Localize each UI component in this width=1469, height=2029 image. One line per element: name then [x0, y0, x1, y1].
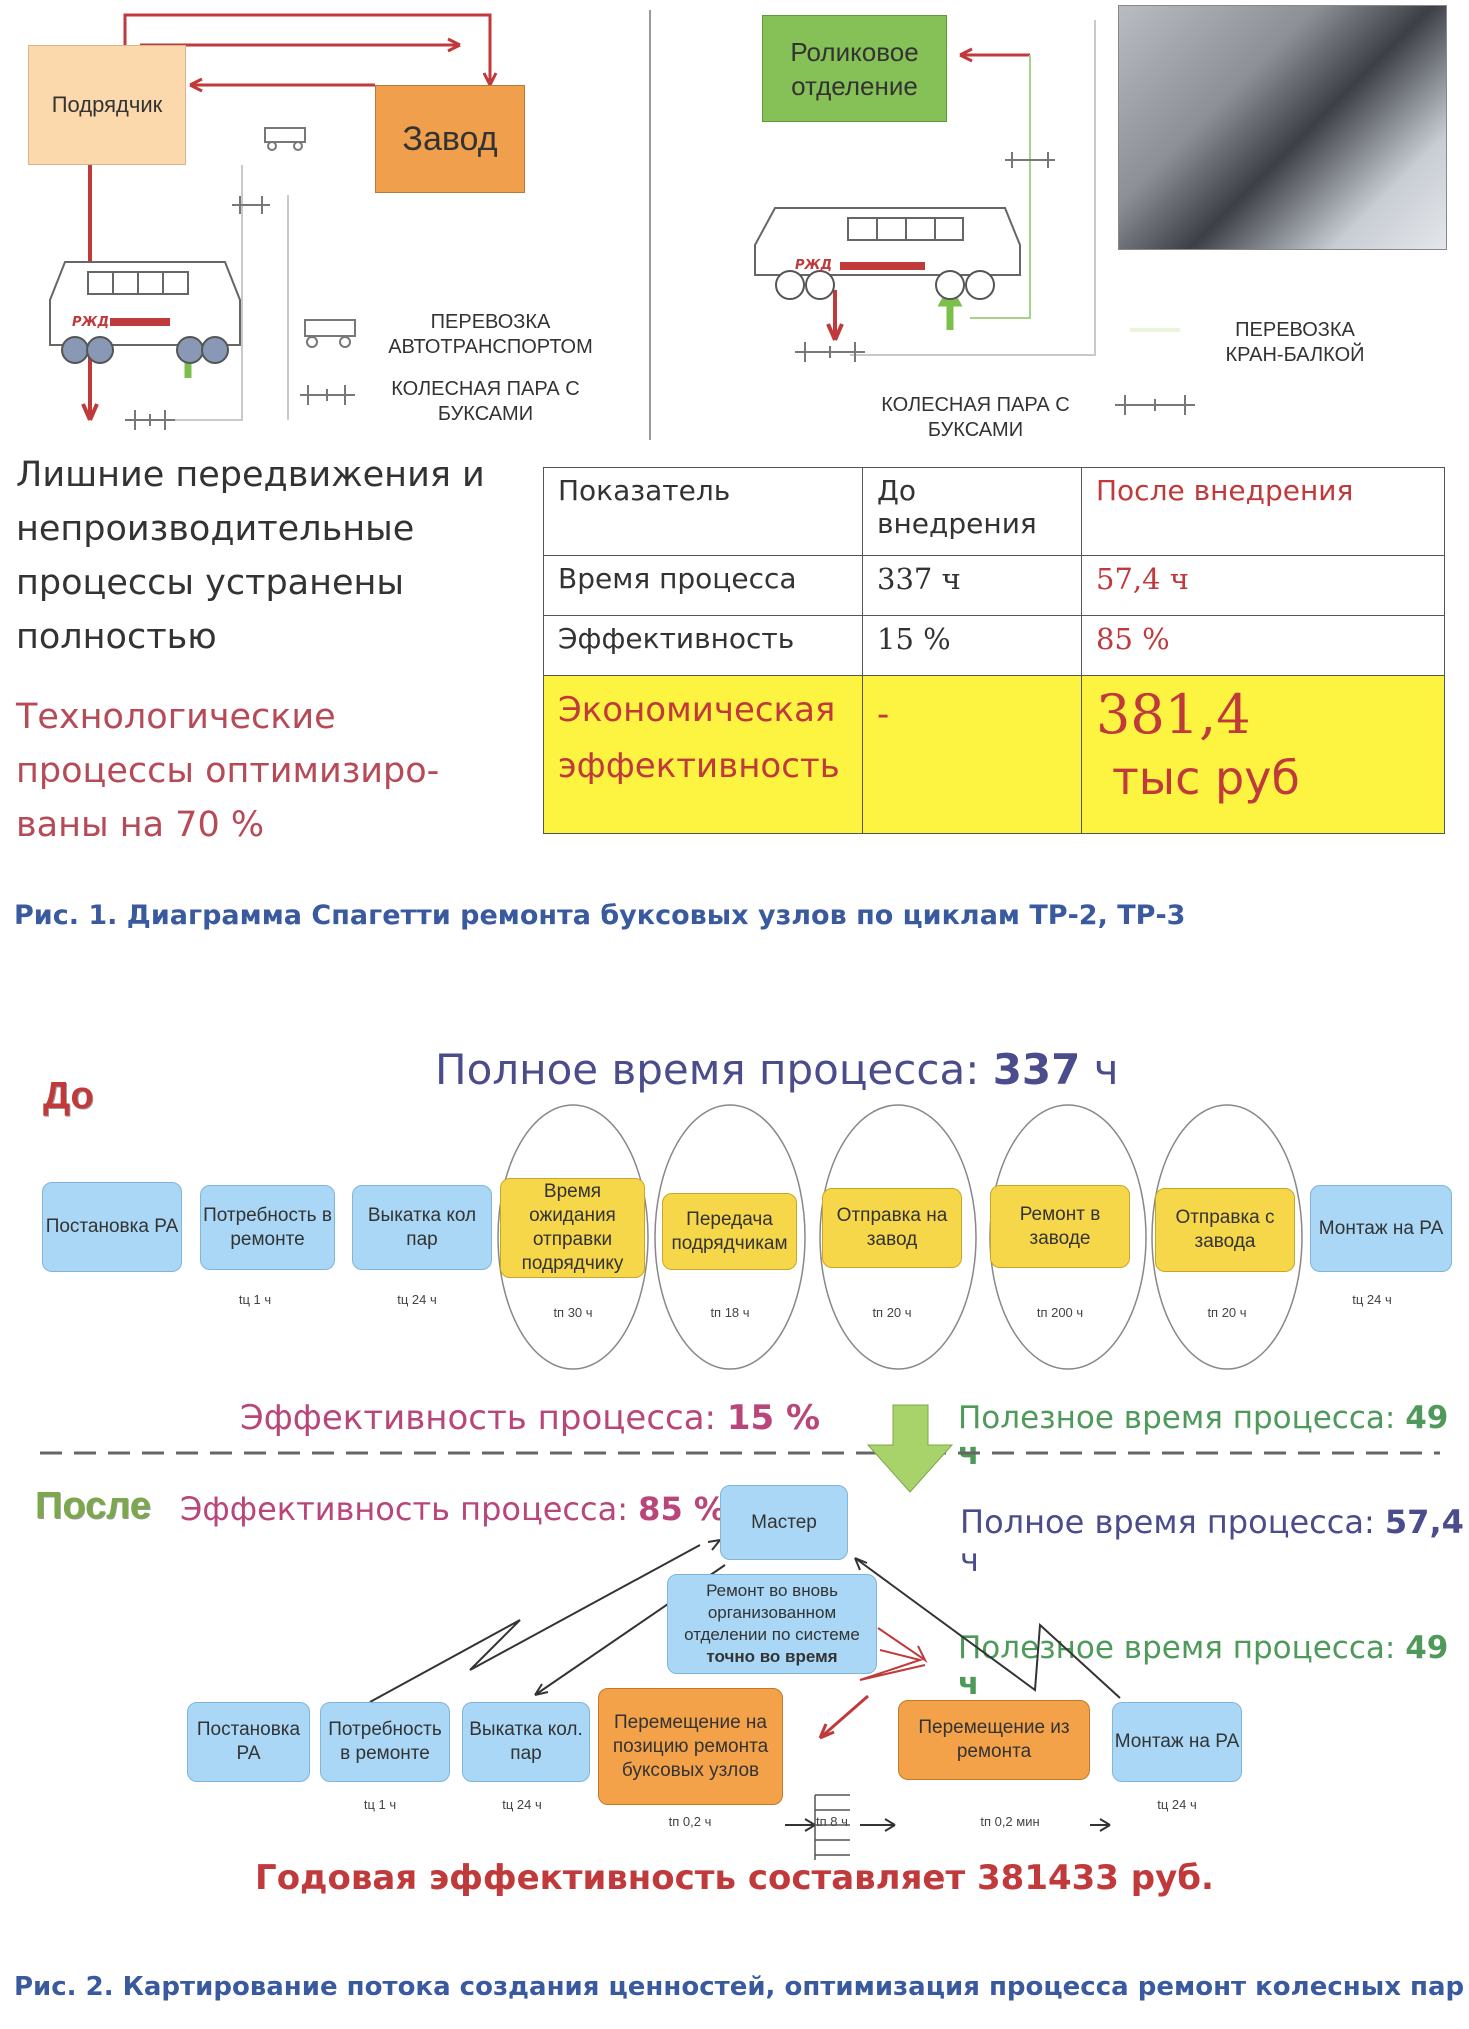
- time-label: tп 18 ч: [710, 1305, 750, 1320]
- time-label: tп 30 ч: [553, 1305, 593, 1320]
- time-label: tп 20 ч: [1207, 1305, 1247, 1320]
- railcar-icon-left: [49, 261, 241, 364]
- repair-dept-box: Ремонт во вновь организованном отделении…: [667, 1574, 877, 1674]
- statement-eliminated: Лишние передвижения и непроизводительные…: [16, 455, 485, 657]
- wheelset-label-left: КОЛЕСНАЯ ПАРА С БУКСАМИ: [391, 378, 580, 425]
- annual-efficiency: Годовая эффективность составляет 381433 …: [255, 1858, 1214, 1898]
- after-step-rollout: Выкатка кол. пар: [462, 1702, 590, 1782]
- results-table: Показатель До внедрения После внедрения …: [543, 467, 1445, 834]
- statement-optimized: Технологические процессы оптимизиро-ваны…: [16, 697, 440, 845]
- label-before: До: [43, 1075, 94, 1117]
- before-step-return: Отправка с завода: [1155, 1188, 1295, 1272]
- after-flow-connectors: [369, 1539, 1121, 1860]
- contractor-box: Подрядчик: [28, 45, 186, 165]
- before-step-rollout: Выкатка кол пар: [352, 1185, 492, 1270]
- figure-2-caption: Рис. 2. Картирование потока создания цен…: [14, 1972, 1465, 2002]
- total-time-before-value: 337: [992, 1045, 1081, 1094]
- before-flow-ovals: [497, 1104, 1303, 1370]
- time-label: tц 1 ч: [238, 1292, 272, 1307]
- total-time-after-unit: ч: [960, 1541, 979, 1579]
- repair-dept-text: Ремонт во вновь организованном отделении…: [684, 1581, 860, 1644]
- before-step-waiting: Время ожидания отправки подрядчику: [500, 1178, 645, 1278]
- econ-unit: тыс руб: [1112, 751, 1300, 805]
- table-cell-econ-after: 381,4 тыс руб: [1081, 675, 1445, 834]
- rzd-logo-right: РЖД: [795, 258, 833, 273]
- time-label: tц 24 ч: [1157, 1797, 1197, 1812]
- after-step-move-to-repair: Перемещение на позицию ремонта буксовых …: [598, 1688, 783, 1805]
- time-label: tп 0,2 мин: [980, 1814, 1040, 1829]
- after-step-mount: Монтаж на РА: [1112, 1702, 1242, 1782]
- total-time-before-label: Полное время процесса:: [435, 1045, 980, 1094]
- total-time-before-unit: ч: [1093, 1045, 1119, 1094]
- table-cell: 57,4 ч: [1081, 555, 1445, 616]
- transport-label: ПЕРЕВОЗКА АВТОТРАНСПОРТОМ: [388, 311, 593, 358]
- after-step-need-repair: Потребность в ремонте: [320, 1702, 450, 1782]
- useful-time-after: Полезное время процесса: 49 ч: [958, 1630, 1469, 1702]
- before-step-need-repair: Потребность в ремонте: [200, 1185, 335, 1270]
- table-header-indicator: Показатель: [543, 467, 863, 556]
- table-header-before: До внедрения: [862, 467, 1082, 556]
- efficiency-after-label: Эффективность процесса:: [180, 1490, 628, 1528]
- before-step-mount: Монтаж на РА: [1310, 1185, 1452, 1272]
- time-label: tц 24 ч: [1352, 1292, 1392, 1307]
- time-label: tц 24 ч: [397, 1292, 437, 1307]
- figure-1-caption: Рис. 1. Диаграмма Спагетти ремонта буксо…: [14, 900, 1186, 931]
- table-cell: 337 ч: [862, 555, 1082, 616]
- table-cell: 15 %: [862, 615, 1082, 676]
- table-cell: Время процесса: [543, 555, 863, 616]
- workshop-photo: [1118, 5, 1447, 250]
- divider-and-arrow: [40, 1404, 1440, 1493]
- crane-label: ПЕРЕВОЗКА КРАН-БАЛКОЙ: [1225, 319, 1365, 366]
- econ-value: 381,4: [1096, 683, 1251, 746]
- total-time-before: Полное время процесса: 337 ч: [435, 1045, 1119, 1094]
- rzd-logo-left: РЖД: [72, 315, 110, 330]
- time-label: tп 8 ч: [816, 1814, 848, 1829]
- before-step-send-factory: Отправка на завод: [822, 1188, 962, 1268]
- repair-dept-jit: точно во время: [706, 1647, 838, 1666]
- roller-dept-box: Роликовое отделение: [762, 15, 947, 122]
- before-step-setup: Постановка РА: [42, 1182, 182, 1272]
- after-step-move-from-repair: Перемещение из ремонта: [898, 1700, 1090, 1780]
- table-cell: 85 %: [1081, 615, 1445, 676]
- master-box: Мастер: [720, 1485, 848, 1560]
- before-step-factory-repair: Ремонт в заводе: [990, 1185, 1130, 1268]
- efficiency-before: Эффективность процесса: 15 %: [240, 1398, 820, 1438]
- efficiency-after-value: 85 %: [638, 1490, 726, 1528]
- after-step-setup: Постановка РА: [187, 1702, 310, 1782]
- table-header-after: После внедрения: [1081, 467, 1445, 556]
- before-step-transfer: Передача подрядчикам: [662, 1193, 797, 1270]
- useful-time-before: Полезное время процесса: 49 ч: [958, 1400, 1469, 1472]
- total-time-after-value: 57,4: [1384, 1503, 1464, 1541]
- useful-time-value: 49 ч: [958, 1630, 1449, 1702]
- table-cell-econ-before: -: [862, 675, 1082, 834]
- time-label: tц 1 ч: [363, 1797, 397, 1812]
- table-cell-econ: Экономическая эффективность: [543, 675, 863, 834]
- factory-box: Завод: [375, 85, 525, 193]
- time-label: tц 24 ч: [502, 1797, 542, 1812]
- wheelset-label-right: КОЛЕСНАЯ ПАРА С БУКСАМИ: [881, 394, 1070, 441]
- useful-time-label: Полезное время процесса:: [958, 1400, 1396, 1436]
- time-label: tп 20 ч: [872, 1305, 912, 1320]
- spaghetti-diagram: [49, 10, 1195, 440]
- total-time-after-label: Полное время процесса:: [960, 1503, 1375, 1541]
- efficiency-before-label: Эффективность процесса:: [240, 1398, 716, 1438]
- time-label: tп 0,2 ч: [668, 1814, 712, 1829]
- table-cell: Эффективность: [543, 615, 863, 676]
- label-after: После: [35, 1485, 151, 1527]
- efficiency-after: Эффективность процесса: 85 %: [180, 1490, 726, 1528]
- total-time-after: Полное время процесса: 57,4 ч: [960, 1503, 1469, 1579]
- efficiency-before-value: 15 %: [726, 1398, 821, 1438]
- railcar-icon-right: [754, 207, 1021, 300]
- time-label: tп 200 ч: [1036, 1305, 1084, 1320]
- useful-time-label: Полезное время процесса:: [958, 1630, 1396, 1666]
